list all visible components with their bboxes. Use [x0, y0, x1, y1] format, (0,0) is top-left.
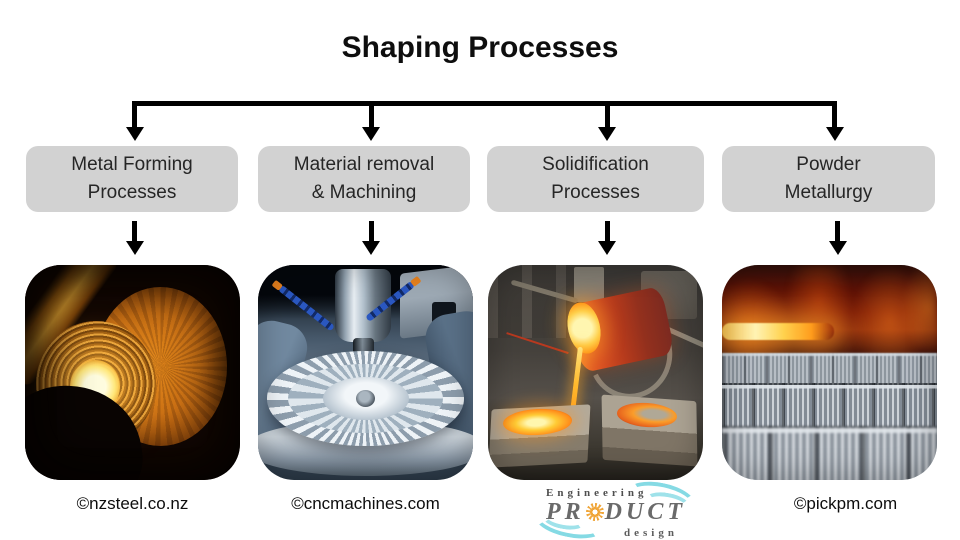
gear-center-bore — [355, 389, 376, 407]
down-arrow-icon — [126, 241, 144, 255]
tree-horizontal-line — [133, 101, 837, 106]
logo-product-pre: PR — [545, 499, 585, 525]
box-to-photo-stem-3 — [605, 221, 610, 242]
molten-metal-pouring-photo — [488, 265, 703, 480]
down-arrow-icon — [598, 127, 616, 141]
tree-branch-stem-4 — [832, 101, 837, 128]
box-label-line: Solidification — [542, 154, 649, 175]
page-title: Shaping Processes — [341, 31, 619, 64]
logo-product-text: PR DUCT — [534, 499, 698, 526]
box-label-line: Powder — [796, 154, 861, 175]
box-material-removal: Material removal & Machining — [258, 146, 470, 212]
hot-rolled-steel-coil-photo — [25, 265, 240, 480]
box-to-photo-stem-1 — [132, 221, 137, 242]
box-solidification: Solidification Processes — [487, 146, 704, 212]
down-arrow-icon — [598, 241, 616, 255]
box-to-photo-stem-2 — [369, 221, 374, 242]
down-arrow-icon — [826, 127, 844, 141]
parts-row-front — [722, 426, 937, 480]
tree-branch-stem-1 — [132, 101, 137, 128]
tree-branch-stem-2 — [369, 101, 374, 128]
vignette-overlay — [25, 265, 240, 480]
box-label-line: Processes — [87, 182, 177, 203]
logo-engineering-text: Engineering — [546, 487, 648, 499]
sintered-powder-metal-parts-photo — [722, 265, 937, 480]
cnc-milling-machine-photo — [258, 265, 473, 480]
box-label-line: Material removal — [293, 154, 435, 175]
box-label-line: Metal Forming — [71, 154, 193, 175]
caption-pickpm: ©pickpm.com — [793, 494, 898, 513]
box-label-line: Metallurgy — [784, 182, 873, 203]
down-arrow-icon — [829, 241, 847, 255]
glowing-heat-bar — [722, 323, 834, 341]
furnace-flames — [722, 265, 937, 360]
down-arrow-icon — [126, 127, 144, 141]
logo-design-text: design — [624, 527, 678, 539]
caption-nzsteel: ©nzsteel.co.nz — [76, 494, 189, 513]
box-metal-forming: Metal Forming Processes — [26, 146, 238, 212]
box-label-line: Processes — [551, 182, 640, 203]
box-powder-metallurgy: Powder Metallurgy — [722, 146, 935, 212]
box-to-photo-stem-4 — [835, 221, 840, 242]
tree-branch-stem-3 — [605, 101, 610, 128]
gear-icon — [585, 503, 604, 521]
caption-cncmachines: ©cncmachines.com — [291, 494, 440, 513]
workshop-background — [488, 265, 579, 339]
logo-product-post: DUCT — [604, 499, 686, 525]
box-label-line: & Machining — [311, 182, 417, 203]
engineering-product-design-logo: Engineering PR DUCT design — [531, 476, 699, 540]
background-post — [574, 267, 605, 302]
down-arrow-icon — [362, 127, 380, 141]
down-arrow-icon — [362, 241, 380, 255]
